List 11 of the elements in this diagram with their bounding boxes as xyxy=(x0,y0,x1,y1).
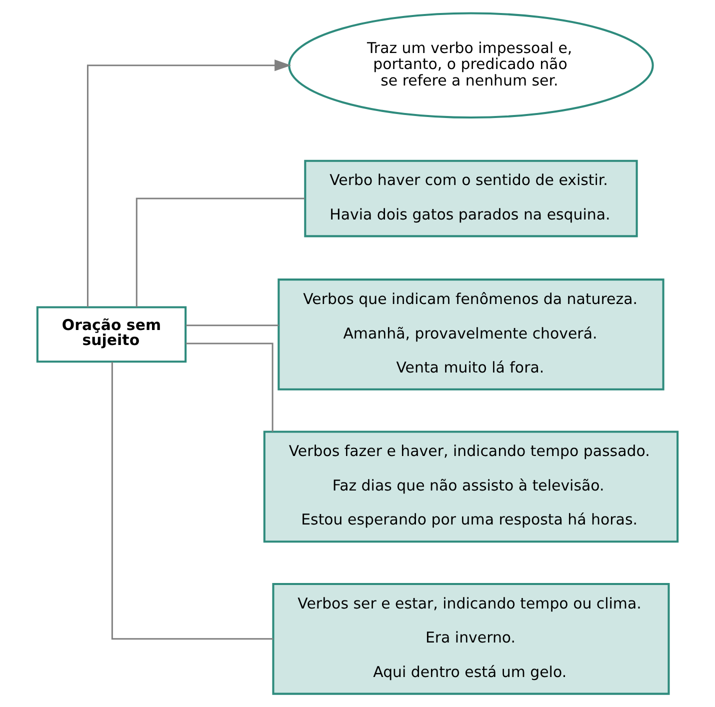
connector xyxy=(111,362,274,640)
arrow xyxy=(86,60,292,308)
node-box: Oração sem sujeito xyxy=(36,306,187,363)
connector xyxy=(186,342,274,432)
connector xyxy=(186,324,279,326)
node-box: Verbo haver com o sentido de existir. Havia dois gatos parados na esquina. xyxy=(304,160,638,238)
node-box: Verbos ser e estar, indicando tempo ou clima. Era inverno. Aqui dentro está um gelo. xyxy=(272,582,670,695)
connector xyxy=(136,198,305,307)
node-box: Verbos que indicam fenômenos da natureza. Amanhã, provavelmente choverá. Venta muito lá fora. xyxy=(278,278,664,390)
node-ellipse: Traz um verbo impessoal e, portanto, o predicado não se refere a nenhum ser. xyxy=(288,12,654,119)
node-box: Verbos fazer e haver, indicando tempo passado. Faz dias que não assisto à televisão. Estou esperando por uma resposta há horas. xyxy=(263,430,679,543)
